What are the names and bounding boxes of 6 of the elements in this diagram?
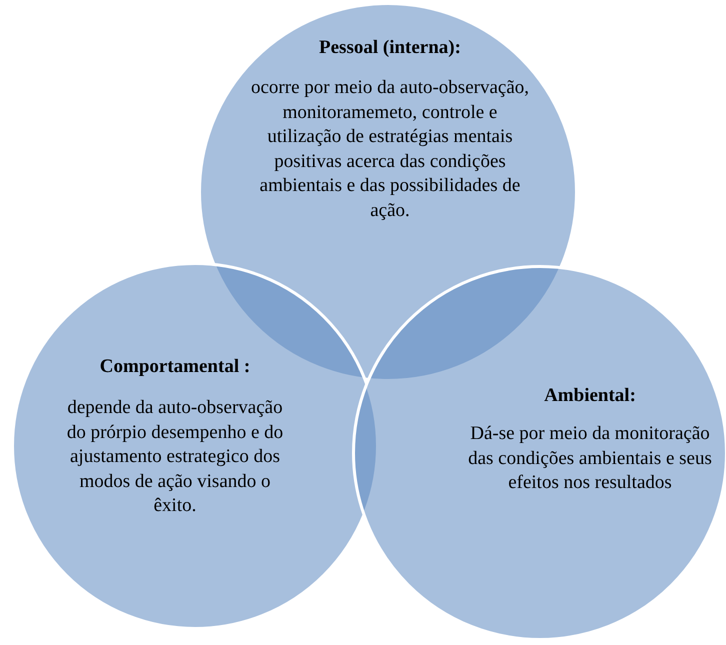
circle-heading: Comportamental : <box>98 355 252 379</box>
circle-heading: Pessoal (interna): <box>318 36 462 60</box>
circle-description: Dá-se por meio da monitoração das condições ambientais e seus efeitos nos resultados <box>467 422 713 495</box>
circle-description: ocorre por meio da auto-observação, monitoramemeto, controle e utilização de estratégias mentais positivas acerca das condições ambientais e das possibilidades de ação. <box>250 76 530 222</box>
circle-description: depende da auto-observação do prórpio desempenho e do ajustamento estrategico dos modos de ação visando o êxito. <box>66 396 284 518</box>
circle-heading: Ambiental: <box>543 384 637 408</box>
